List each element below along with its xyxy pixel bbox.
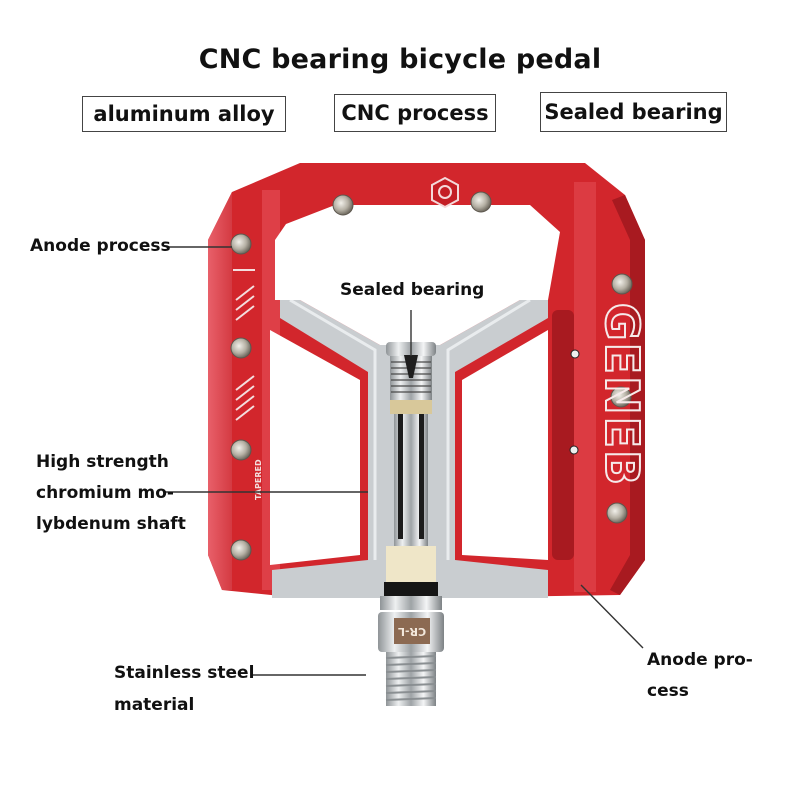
callout-stainless-line1: Stainless steel [114,663,255,683]
callout-stainless-line2: material [114,695,195,715]
feature-tag-sealed-bearing: Sealed bearing [540,92,727,132]
callout-shaft-line1: High strength [36,452,169,472]
feature-tag-cnc-process: CNC process [334,94,496,132]
axle-stamp: CR-L [398,625,426,638]
callout-sealed-bearing: Sealed bearing [340,280,485,300]
callout-shaft-line2: chromium mo- [36,483,174,503]
callout-anode-right-line2: cess [647,681,689,701]
screw-icons [230,191,633,561]
axle: CR-L [378,342,444,706]
page-title: CNC bearing bicycle pedal [198,44,602,75]
leader-lines [165,246,644,676]
right-channel [552,310,574,560]
callout-shaft-line3: lybdenum shaft [36,514,186,534]
bushing [386,546,436,582]
callout-anode-right-line1: Anode pro- [647,650,753,670]
callout-anode-left: Anode process [30,236,171,256]
brand-logo-icon [431,176,459,209]
brand-mark: GENEB [595,303,649,487]
side-stripes [233,269,255,421]
platform-openings [270,205,560,565]
feature-tag-aluminum-alloy: aluminum alloy [82,96,286,132]
side-marking: TAPERED [254,459,263,500]
